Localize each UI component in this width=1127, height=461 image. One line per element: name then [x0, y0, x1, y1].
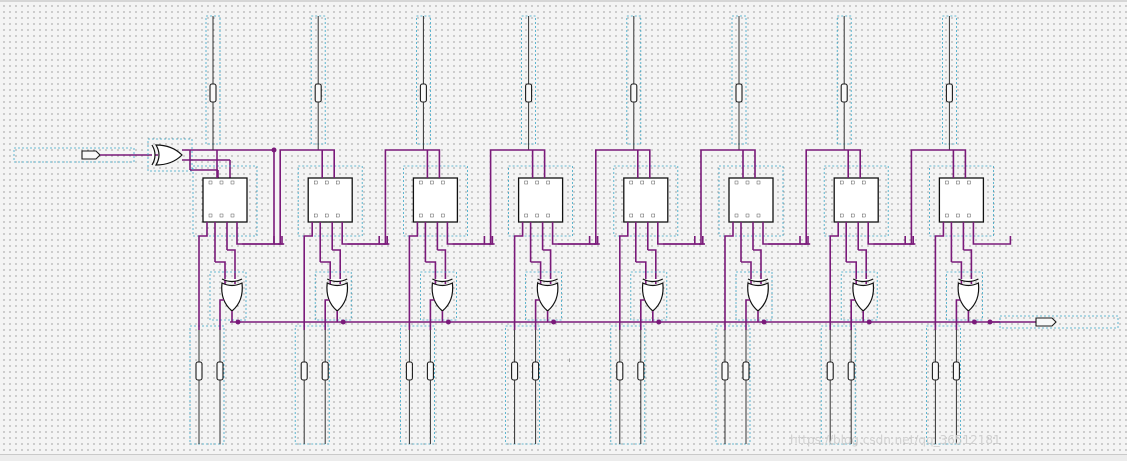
bottom-input-pin-b[interactable]	[742, 361, 750, 381]
xor-gate[interactable]	[852, 282, 875, 312]
stage-6[interactable]	[663, 15, 801, 445]
bottom-input-pin-b[interactable]	[637, 361, 645, 381]
xor-gate[interactable]	[326, 282, 349, 312]
logic-block[interactable]	[307, 177, 353, 223]
output-pin-right[interactable]	[987, 315, 1119, 329]
svg-text:I: I	[569, 358, 570, 363]
logic-block[interactable]	[833, 177, 879, 223]
xor-gate[interactable]	[221, 282, 243, 312]
stage-3[interactable]	[347, 15, 486, 445]
stage-1[interactable]	[189, 15, 275, 445]
stage-8[interactable]	[873, 15, 1012, 445]
stage-4[interactable]	[452, 15, 591, 445]
bottom-input-pin-b[interactable]	[426, 361, 434, 381]
bottom-input-pin-a[interactable]	[300, 361, 308, 381]
logic-block[interactable]	[412, 177, 459, 223]
bottom-input-pin-b[interactable]	[952, 361, 960, 381]
bottom-input-pin-b[interactable]	[847, 361, 855, 381]
logic-block[interactable]	[517, 177, 564, 223]
logic-block[interactable]	[938, 177, 985, 223]
bottom-input-pin-a[interactable]	[826, 361, 834, 381]
bottom-input-pin-a[interactable]	[616, 361, 624, 381]
top-input-pin[interactable]	[209, 83, 217, 103]
stage-2[interactable]	[242, 15, 381, 445]
top-input-pin[interactable]	[735, 83, 743, 103]
xor-gate[interactable]	[747, 282, 769, 312]
xor-gate[interactable]	[641, 282, 664, 312]
xor-gate[interactable]	[536, 282, 559, 312]
logic-block[interactable]	[623, 177, 669, 223]
bottom-input-pin-a[interactable]	[511, 361, 519, 381]
top-input-pin[interactable]	[314, 83, 322, 103]
top-input-pin[interactable]	[630, 83, 638, 103]
logic-block[interactable]	[728, 177, 774, 223]
bottom-input-pin-a[interactable]	[405, 361, 413, 381]
xor-gate[interactable]	[957, 282, 980, 312]
bottom-input-pin-b[interactable]	[216, 361, 224, 381]
bottom-input-pin-a[interactable]	[721, 361, 729, 381]
canvas-scrollbar[interactable]	[0, 454, 1127, 461]
logic-block[interactable]	[202, 177, 248, 223]
bottom-input-pin-a[interactable]	[931, 361, 939, 381]
bottom-input-pin-b[interactable]	[532, 361, 540, 381]
watermark: https://blog.csdn.net/qq_36512181	[790, 433, 1001, 447]
stage-5[interactable]	[557, 15, 696, 445]
bottom-input-pin-b[interactable]	[321, 361, 329, 381]
stage-7[interactable]	[768, 15, 907, 445]
top-input-pin[interactable]	[525, 83, 533, 103]
bottom-input-pin-a[interactable]	[195, 361, 203, 381]
top-input-pin[interactable]	[419, 83, 427, 103]
top-input-pin[interactable]	[840, 83, 848, 103]
xor-gate[interactable]	[431, 282, 454, 312]
input-pin-left[interactable]	[13, 147, 158, 163]
front-xor-gate[interactable]	[147, 138, 193, 172]
top-input-pin[interactable]	[945, 83, 953, 103]
